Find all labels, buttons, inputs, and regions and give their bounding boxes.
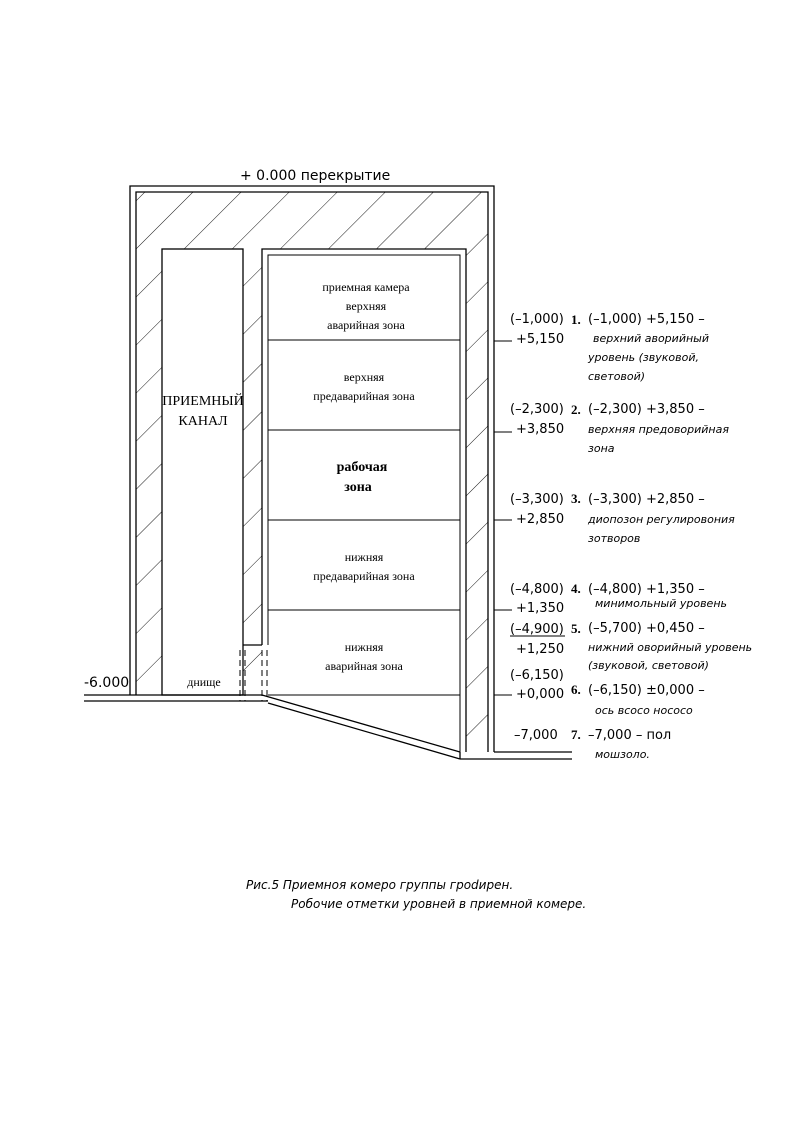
level-number: 6. <box>571 682 581 697</box>
level-desc: верхний аворийный <box>593 332 709 345</box>
level-head: (–4,800) +1,350 – <box>588 582 705 597</box>
zone-label: нижняя <box>345 550 384 564</box>
bottom-label: днище <box>187 675 221 689</box>
level-head: –7,000 – пол <box>588 728 671 743</box>
level-head: (–3,300) +2,850 – <box>588 492 705 507</box>
caption-line-2: Робочие отметки уровней в приемной комер… <box>291 897 586 911</box>
level-number: 5. <box>571 621 581 636</box>
mark-a: (–2,300) <box>510 402 564 417</box>
level-desc: минимольный уровень <box>595 597 727 610</box>
level-number: 1. <box>571 312 581 327</box>
zone-label: предаварийная зона <box>313 389 415 403</box>
mark-b: +1,250 <box>516 642 564 657</box>
level-desc: мошзоло. <box>595 748 650 761</box>
level-head: (–2,300) +3,850 – <box>588 402 705 417</box>
mark-a: (–6,150) <box>510 668 564 683</box>
figure-caption: Рис.5 Приемноя комеро группы грodирен. Р… <box>246 878 586 911</box>
level-desc: диопозон регулировония <box>587 513 735 526</box>
level-desc: ось всосо нососо <box>595 704 693 717</box>
level-ticks <box>494 340 565 696</box>
caption-line-1: Рис.5 Приемноя комеро группы грodирен. <box>246 878 513 892</box>
zone-label: предаварийная зона <box>313 569 415 583</box>
level-head: (–6,150) ±0,000 – <box>588 683 705 698</box>
level-number: 4. <box>571 581 581 596</box>
zone-label: нижняя <box>345 640 384 654</box>
mark-b: +0,000 <box>516 687 564 702</box>
zone-label: приемная камера <box>322 280 410 294</box>
zone-label: рабочая <box>337 460 388 475</box>
top-mark: + 0.000 перекрытие <box>240 168 390 184</box>
level-desc: зотворов <box>588 532 640 545</box>
chamber-floor <box>84 650 572 760</box>
zone-labels: приемная камера верхняя аварийная зона в… <box>313 280 415 673</box>
mark-a: (–4,800) <box>510 582 564 597</box>
mark-a: (–4,900) <box>510 622 564 637</box>
zone-label: зона <box>344 480 372 495</box>
mark-b: +5,150 <box>516 332 564 347</box>
channel-label-1: ПРИЕМНЫЙ <box>162 392 243 409</box>
level-desc: зона <box>588 442 615 455</box>
mark-b: +2,850 <box>516 512 564 527</box>
zone-label: аварийная зона <box>327 318 405 332</box>
level-desc: (звуковой, световой) <box>588 659 709 672</box>
level-desc: верхняя предоворийная <box>588 423 729 436</box>
level-number: 3. <box>571 491 581 506</box>
level-legend: 1. (–1,000) +5,150 – верхний аворийный у… <box>571 312 752 761</box>
concrete-walls <box>129 185 495 752</box>
level-desc: нижний оворийный уровень <box>588 641 752 654</box>
channel-label-2: КАНАЛ <box>178 414 228 429</box>
zone-dividers <box>268 339 460 696</box>
level-desc: световой) <box>588 370 645 383</box>
level-desc: уровень (звуковой, <box>587 351 699 364</box>
elevation-marks: (–1,000) +5,150 (–2,300) +3,850 (–3,300)… <box>510 312 564 743</box>
zone-label: аварийная зона <box>325 659 403 673</box>
mark-a: (–3,300) <box>510 492 564 507</box>
level-number: 2. <box>571 402 581 417</box>
level-number: 7. <box>571 727 581 742</box>
mark-b: +3,850 <box>516 422 564 437</box>
level-head: (–5,700) +0,450 – <box>588 621 705 636</box>
mark-a: (–1,000) <box>510 312 564 327</box>
mark-a: –7,000 <box>514 728 558 743</box>
zone-label: верхняя <box>346 299 387 313</box>
level-head: (–1,000) +5,150 – <box>588 312 705 327</box>
left-mark: -6.000 <box>84 675 129 691</box>
zone-label: верхняя <box>344 370 385 384</box>
mark-b: +1,350 <box>516 601 564 616</box>
